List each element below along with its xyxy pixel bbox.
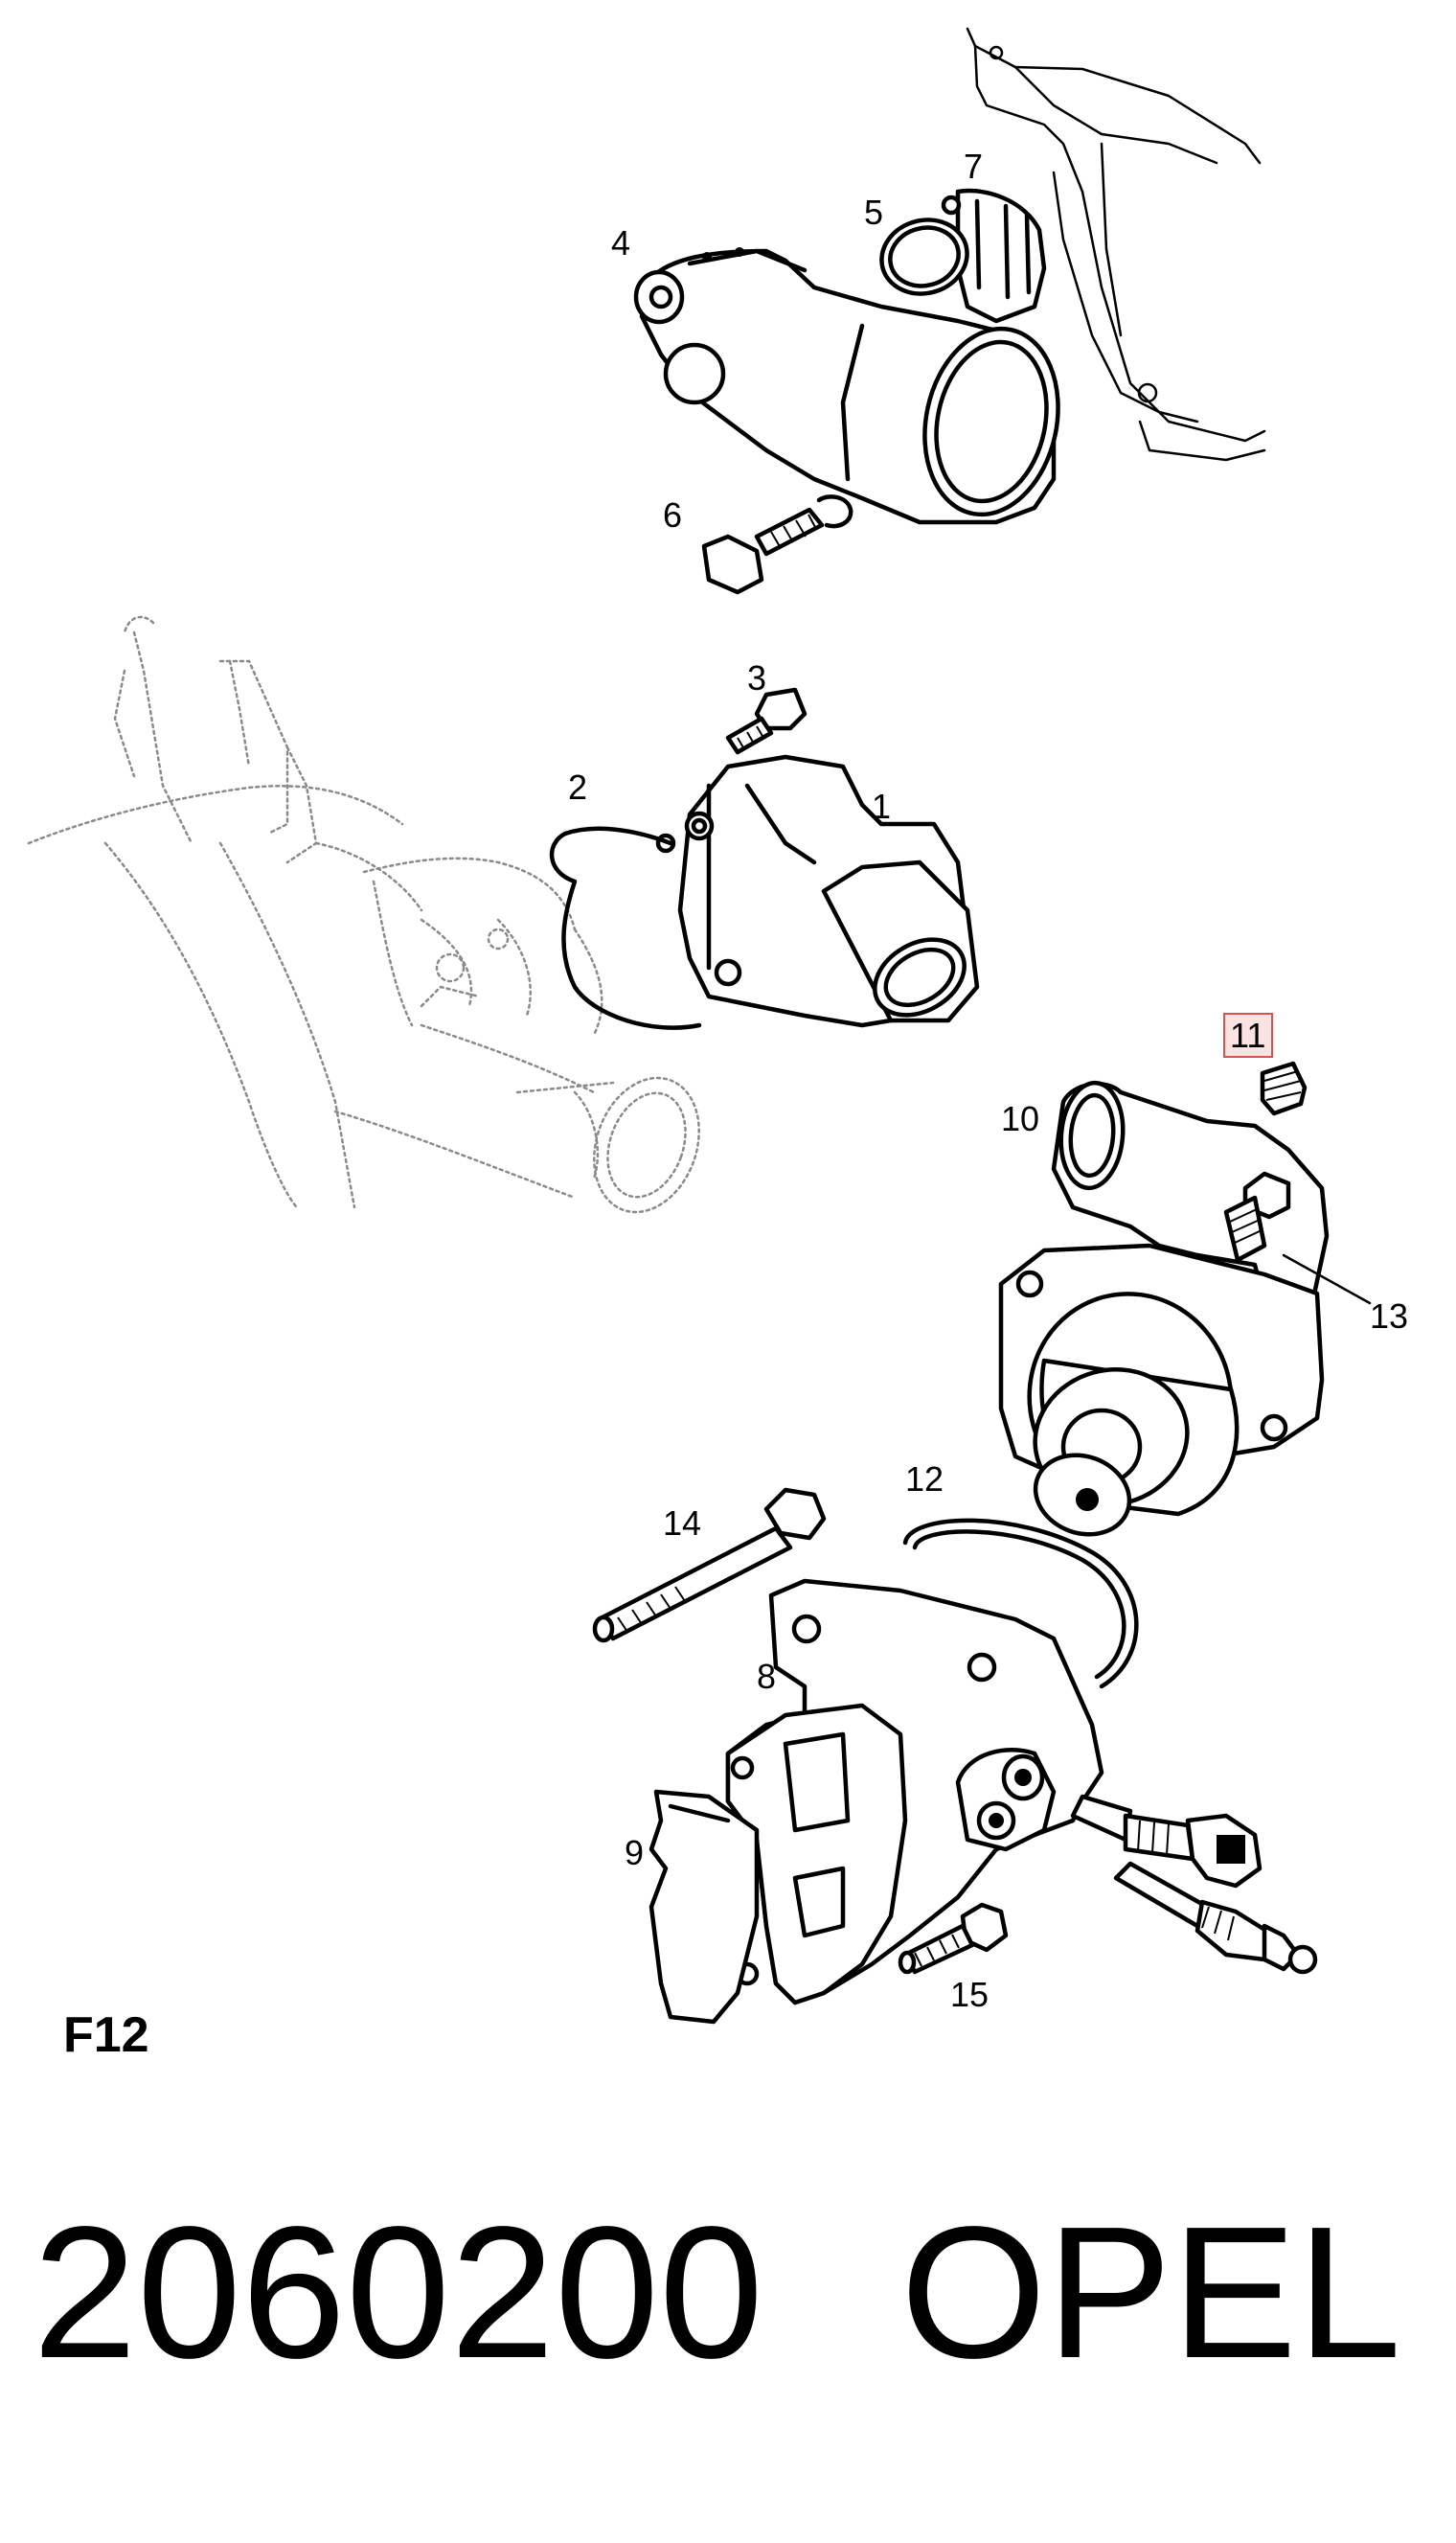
thermostat-cylinder-part-10 <box>1027 1292 1240 1537</box>
o-ring-part-12 <box>902 1518 1139 1689</box>
thermostat-part-7 <box>941 188 1047 324</box>
callout-8: 8 <box>757 1657 776 1696</box>
seal-ring-part-5 <box>879 218 969 296</box>
callout-4: 4 <box>611 223 630 263</box>
thermostat-housing-part-4 <box>633 247 1060 525</box>
callout-11: 11 <box>1230 1016 1265 1055</box>
temperature-sensor-upper <box>1070 1794 1263 1889</box>
callout-9: 9 <box>625 1833 644 1872</box>
gasket-part-9 <box>648 1789 760 2025</box>
gasket-part-2 <box>549 826 702 1030</box>
highlight-box-part-11 <box>1223 1013 1273 1058</box>
temperature-sensor-lower <box>1113 1861 1318 1975</box>
long-bolt-part-14 <box>592 1487 827 1643</box>
bolt-part-6 <box>701 494 853 595</box>
engine-block-outline <box>966 27 1266 462</box>
bolt-part-13 <box>1223 1171 1372 1305</box>
callout-1: 1 <box>872 787 891 826</box>
callout-15: 15 <box>950 1975 989 2014</box>
callout-10: 10 <box>1001 1099 1039 1138</box>
bolt-part-15 <box>898 1902 1009 1975</box>
callout-3: 3 <box>747 658 766 698</box>
thermostat-housing-part-1 <box>677 754 980 1028</box>
callout-14: 14 <box>663 1503 701 1543</box>
engine-background-dotted <box>27 615 700 1214</box>
callout-12: 12 <box>905 1459 944 1499</box>
part-number: 2060200 <box>33 2188 764 2397</box>
figure-code: F12 <box>63 2007 149 2063</box>
callout-labels: 4 5 7 6 3 2 1 11 10 13 12 14 8 9 15 <box>568 147 1408 2014</box>
plug-part-11 <box>1260 1061 1308 1116</box>
callout-5: 5 <box>864 193 883 232</box>
callout-6: 6 <box>663 495 682 535</box>
callout-2: 2 <box>568 767 587 807</box>
callout-7: 7 <box>964 147 983 186</box>
callout-13: 13 <box>1370 1296 1408 1336</box>
housing-part-8 <box>725 1578 1104 2005</box>
brand-name: OPEL <box>900 2188 1401 2397</box>
bolt-part-3 <box>725 687 808 755</box>
